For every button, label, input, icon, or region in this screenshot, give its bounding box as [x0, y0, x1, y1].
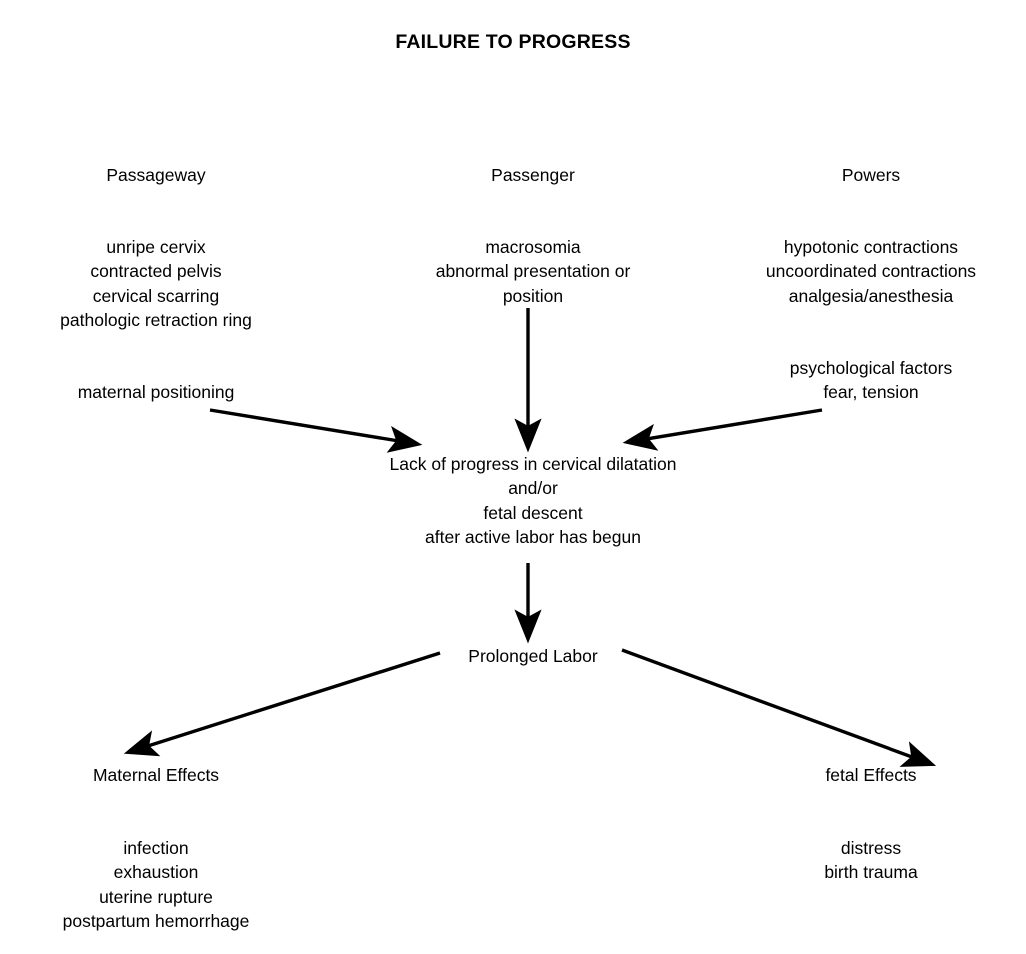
effects-list-fetal: distress birth trauma: [824, 838, 918, 883]
arrow-maternal-positioning-to-outcome: [209, 408, 423, 453]
arrow-prolonged-labor-to-fetal-effects: [621, 648, 937, 767]
prolonged-labor-node: Prolonged Labor: [468, 646, 598, 666]
factor-psychological: psychological factors fear, tension: [789, 358, 953, 403]
page-title: FAILURE TO PROGRESS: [395, 31, 631, 53]
factor-maternal-positioning: maternal positioning: [77, 382, 235, 402]
central-outcome-node: Lack of progress in cervical dilatation …: [389, 454, 677, 547]
effects-list-maternal: infection exhaustion uterine rupture pos…: [62, 838, 250, 931]
factor-list-passageway: unripe cervix contracted pelvis cervical…: [60, 237, 252, 330]
column-heading-passenger: Passenger: [491, 165, 575, 185]
arrow-psychological-to-outcome: [622, 408, 823, 451]
column-heading-powers: Powers: [841, 165, 901, 185]
factor-list-powers: hypotonic contractions uncoordinated con…: [765, 237, 977, 306]
arrow-prolonged-labor-to-maternal-effects: [123, 651, 441, 757]
factor-list-passenger: macrosomia abnormal presentation or posi…: [435, 237, 631, 306]
effects-heading-maternal: Maternal Effects: [92, 765, 220, 785]
effects-heading-fetal: fetal Effects: [825, 765, 917, 785]
column-heading-passageway: Passageway: [106, 165, 206, 185]
